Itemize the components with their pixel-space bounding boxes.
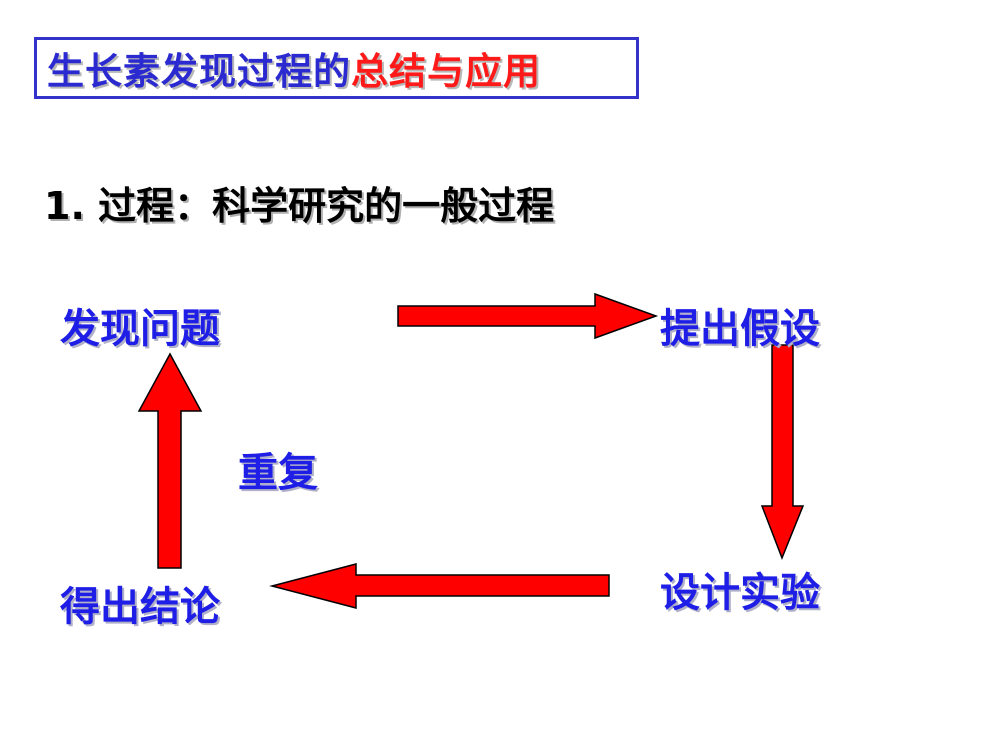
step-draw-conclusion: 得出结论 (60, 584, 220, 630)
step-propose-hypothesis: 提出假设 (660, 306, 820, 352)
step-discover-problem: 发现问题 (60, 306, 220, 352)
slide-title: 生长素发现过程的总结与应用 (47, 41, 541, 95)
cycle-repeat-label: 重复 (238, 450, 318, 496)
step-design-experiment: 设计实验 (660, 570, 820, 616)
subtitle: 1. 过程：科学研究的一般过程 (44, 184, 555, 228)
title-box: 生长素发现过程的总结与应用 (34, 37, 639, 99)
arrow-right-icon (397, 292, 659, 340)
arrow-down-icon (760, 344, 805, 561)
arrow-left-icon (269, 563, 610, 609)
arrow-up-icon (137, 352, 203, 569)
title-accent-text: 总结与应用 (351, 50, 541, 93)
title-main-text: 生长素发现过程的 (47, 50, 351, 93)
